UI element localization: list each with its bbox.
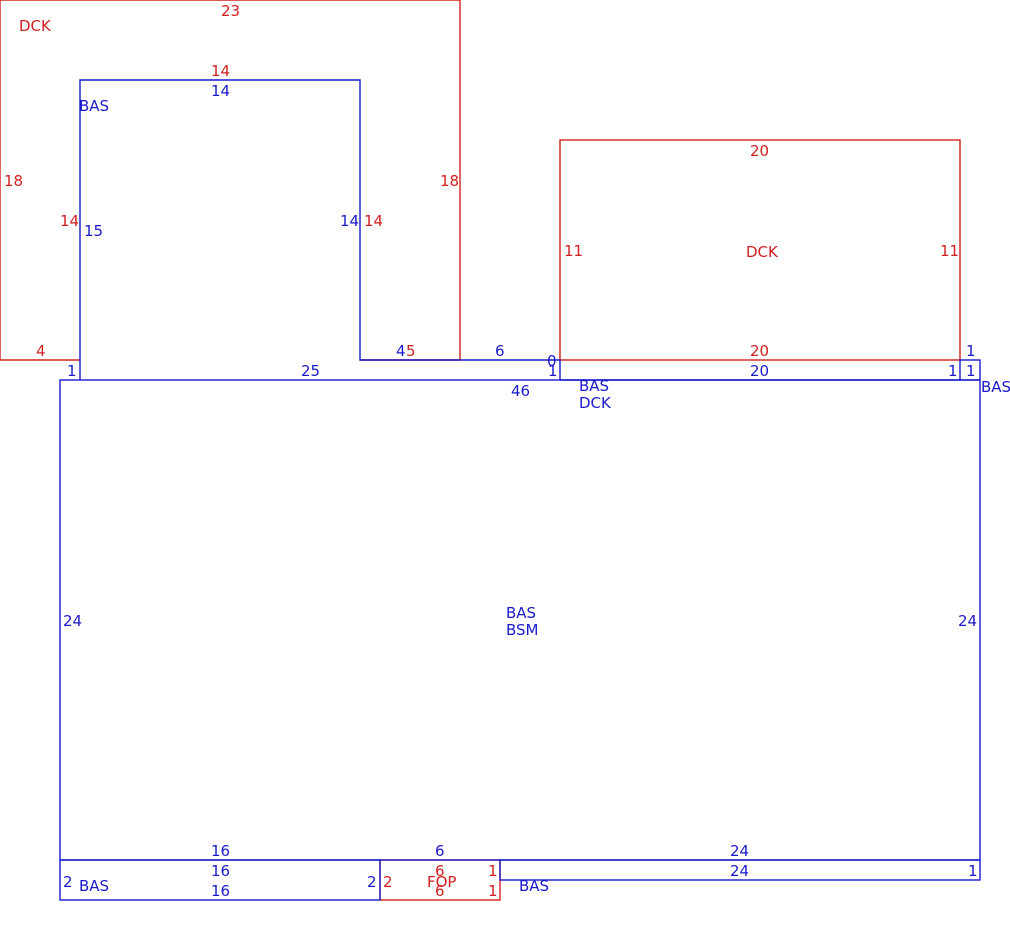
dck-right-outline bbox=[559, 139, 961, 361]
dim-bottom-2-left: 2 bbox=[63, 873, 73, 891]
dim-strip-20: 20 bbox=[750, 362, 769, 380]
dim-bas-upper-left: 15 bbox=[84, 222, 103, 240]
area-label-bas-upper: BAS bbox=[79, 97, 109, 115]
dim-dck-bottom-left: 4 bbox=[36, 342, 46, 360]
area-label-dck-right: DCK bbox=[746, 243, 779, 261]
dim-dck-upper-inner-left: 14 bbox=[60, 212, 79, 230]
dim-bas-step-6: 6 bbox=[495, 342, 505, 360]
dim-dck-upper-inner-top: 14 bbox=[211, 62, 230, 80]
area-label-fop: FOP bbox=[427, 873, 456, 891]
bas-bottom-right-outline bbox=[499, 859, 981, 881]
dck-left-outline bbox=[0, 0, 461, 361]
dim-bas-step-1-left: 1 bbox=[67, 362, 77, 380]
area-label-bas-bottom-left: BAS bbox=[79, 877, 109, 895]
dim-fop-1-top: 1 bbox=[488, 862, 498, 880]
bas-small-right-outline bbox=[959, 359, 981, 381]
dim-main-left: 24 bbox=[63, 612, 82, 630]
bas-bottom-left-outline bbox=[59, 859, 381, 901]
dim-main-right: 24 bbox=[958, 612, 977, 630]
dim-bas-upper-top: 14 bbox=[211, 82, 230, 100]
dim-dck-top: 23 bbox=[221, 2, 240, 20]
dim-main-top: 46 bbox=[511, 382, 530, 400]
bas-upper-outline bbox=[79, 79, 561, 380]
dim-bas-step-0: 0 bbox=[547, 352, 557, 370]
dim-bas-step-4: 4 bbox=[396, 342, 406, 360]
dim-dck2-bottom: 20 bbox=[750, 342, 769, 360]
dim-dck2-top: 20 bbox=[750, 142, 769, 160]
area-label-bas-dck-2: DCK bbox=[579, 394, 612, 412]
dim-bottom-1-right: 1 bbox=[968, 862, 978, 880]
dim-dck2-left: 11 bbox=[564, 242, 583, 260]
dim-dck2-right: 11 bbox=[940, 242, 959, 260]
dim-fop-6-top: 6 bbox=[435, 862, 445, 880]
dim-bas-step-25: 25 bbox=[301, 362, 320, 380]
area-label-bas-main-1: BAS bbox=[506, 604, 536, 622]
dim-bottom-16-a: 16 bbox=[211, 842, 230, 860]
dim-strip-1-b: 1 bbox=[966, 362, 976, 380]
area-label-dck-left: DCK bbox=[19, 17, 52, 35]
dim-bottom-16-c: 16 bbox=[211, 882, 230, 900]
dim-bottom-24-b: 24 bbox=[730, 862, 749, 880]
dim-bas-upper-right: 14 bbox=[340, 212, 359, 230]
dim-fop-6-bottom: 6 bbox=[435, 882, 445, 900]
dim-fop-1-bottom: 1 bbox=[488, 882, 498, 900]
dim-small-top: 1 bbox=[966, 342, 976, 360]
area-label-bas-dck-1: BAS bbox=[579, 377, 609, 395]
dim-bas-step-1-mid: 1 bbox=[548, 362, 558, 380]
dim-bottom-16-b: 16 bbox=[211, 862, 230, 880]
area-label-bas-small-right: BAS bbox=[981, 378, 1010, 396]
area-label-bas-bottom-right: BAS bbox=[519, 877, 549, 895]
dim-bottom-6-a: 6 bbox=[435, 842, 445, 860]
dim-dck-step: 5 bbox=[406, 342, 416, 360]
dim-strip-1-a: 1 bbox=[948, 362, 958, 380]
dim-bottom-24-a: 24 bbox=[730, 842, 749, 860]
dim-dck-upper-inner-right: 14 bbox=[364, 212, 383, 230]
dim-bottom-2-mid: 2 bbox=[367, 873, 377, 891]
dim-dck-left-side: 18 bbox=[4, 172, 23, 190]
dim-fop-2: 2 bbox=[383, 873, 393, 891]
area-label-bas-main-2: BSM bbox=[506, 621, 539, 639]
dim-dck-right-side: 18 bbox=[440, 172, 459, 190]
